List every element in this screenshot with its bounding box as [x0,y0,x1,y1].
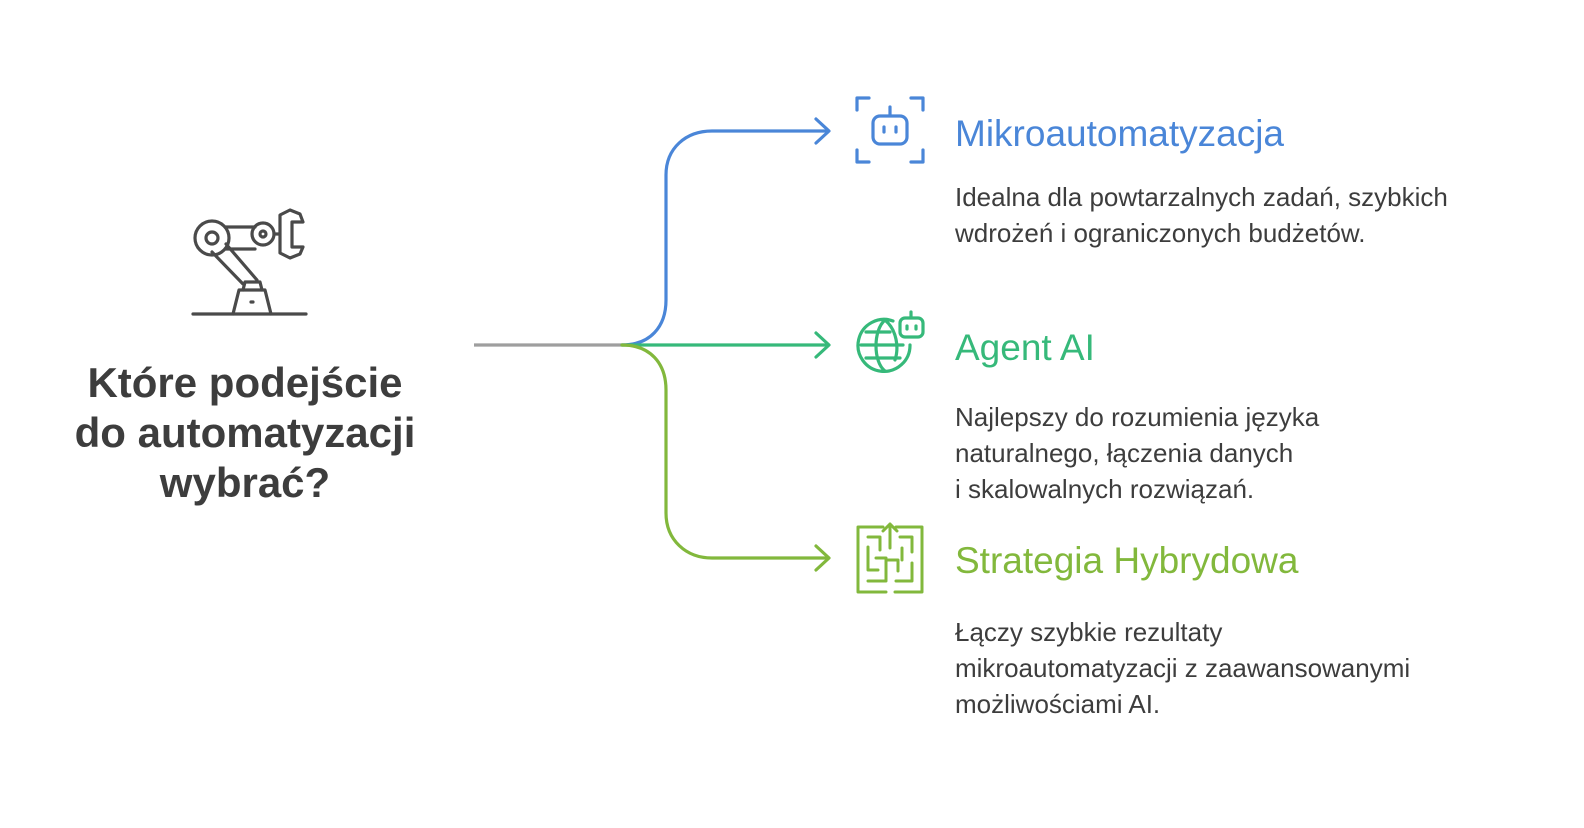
option-title-mikroautomatyzacja: Mikroautomatyzacja [955,113,1285,154]
description-line: naturalnego, łączenia danych [955,438,1294,468]
description-line: Łączy szybkie rezultaty [955,617,1223,647]
question-line-1: Które podejście [87,359,403,406]
question-line-2: do automatyzacji [74,409,416,456]
branch-strategia-hybrydowa [620,343,830,560]
description-line: Najlepszy do rozumienia języka [955,402,1320,432]
description-line: wdrożeń i ograniczonych budżetów. [955,218,1366,248]
branch-mikroautomatyzacja [620,129,830,347]
option-title-strategia-hybrydowa: Strategia Hybrydowa [955,540,1299,581]
robot-arm-icon [191,208,308,316]
maze-icon [856,522,924,594]
description-line: i skalowalnych rozwiązań. [955,474,1255,504]
arrow-agent-ai [814,331,831,359]
question-line-3: wybrać? [159,459,331,506]
robot-face-icon [855,96,925,164]
arrow-strategia-hybrydowa [814,544,831,572]
question-title: Które podejście do automatyzacji wybrać? [40,358,450,508]
option-description-agent-ai: Najlepszy do rozumienia języka naturalne… [955,399,1319,507]
globe-robot-icon [856,310,925,373]
option-description-mikroautomatyzacja: Idealna dla powtarzalnych zadań, szybkic… [955,179,1448,251]
option-description-strategia-hybrydowa: Łączy szybkie rezultaty mikroautomatyzac… [955,614,1410,722]
description-line: możliwościami AI. [955,689,1161,719]
option-title-agent-ai: Agent AI [955,327,1095,368]
arrow-mikroautomatyzacja [814,117,831,145]
description-line: Idealna dla powtarzalnych zadań, szybkic… [955,182,1448,212]
description-line: mikroautomatyzacji z zaawansowanymi [955,653,1411,683]
